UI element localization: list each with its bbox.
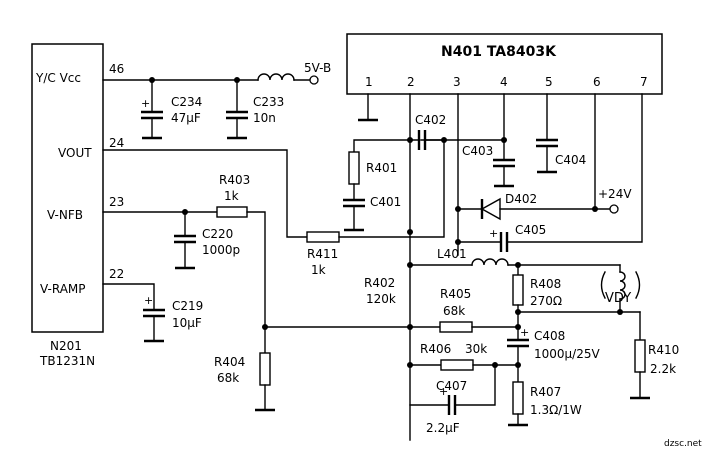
c404-capacitor bbox=[536, 93, 558, 174]
vnfb-net bbox=[102, 206, 266, 328]
r403-value-label: 1k bbox=[224, 189, 239, 203]
c220-value-label: 1000p bbox=[202, 243, 240, 257]
supply-5v-label: 5V-B bbox=[304, 61, 331, 75]
svg-text:+: + bbox=[141, 97, 150, 110]
c401-ref-label: C401 bbox=[370, 195, 401, 209]
c219-value-label: 10μF bbox=[172, 316, 202, 330]
ic-n401-body bbox=[346, 33, 663, 95]
r404-value-label: 68k bbox=[217, 371, 239, 385]
r403-ref-label: R403 bbox=[219, 173, 250, 187]
svg-text:+: + bbox=[520, 326, 529, 339]
r410-ref-label: R410 bbox=[648, 343, 679, 357]
vdy-label: VDY bbox=[605, 291, 631, 306]
n201-pin-vramp-label: V-RAMP bbox=[40, 282, 86, 296]
n201-pin-vnfb-label: V-NFB bbox=[47, 208, 83, 222]
svg-text:+: + bbox=[144, 294, 153, 307]
supply-24v-label: +24V bbox=[598, 187, 632, 201]
c404-ref-label: C404 bbox=[555, 153, 586, 167]
ic-n201-body bbox=[31, 43, 104, 333]
r411-ref-label: R411 bbox=[307, 247, 338, 261]
c402-ref-label: C402 bbox=[415, 113, 446, 127]
n201-pin-23-number: 23 bbox=[109, 195, 124, 209]
n401-pin-3: 3 bbox=[453, 75, 461, 89]
c408-ref-label: C408 bbox=[534, 329, 565, 343]
r405-ref-label: R405 bbox=[440, 287, 471, 301]
r408-ref-label: R408 bbox=[530, 277, 561, 291]
n201-pin-22-number: 22 bbox=[109, 267, 124, 281]
r401-ref-label: R401 bbox=[366, 161, 397, 175]
c405-ref-label: C405 bbox=[515, 223, 546, 237]
svg-text:+: + bbox=[489, 227, 498, 240]
c407-capacitor: + bbox=[409, 364, 496, 415]
terminal-5v bbox=[309, 75, 319, 85]
r406-value-label: 30k bbox=[465, 342, 487, 356]
c234-capacitor: + bbox=[141, 79, 163, 140]
r410-resistor bbox=[630, 311, 650, 400]
vdy-deflection-yoke bbox=[517, 264, 641, 315]
n401-pin-6: 6 bbox=[593, 75, 601, 89]
svg-text:+: + bbox=[439, 385, 448, 398]
r405-value-label: 68k bbox=[443, 304, 465, 318]
n401-pin-2: 2 bbox=[407, 75, 415, 89]
n201-pin-vout-label: VOUT bbox=[58, 146, 92, 160]
n201-pin-46-number: 46 bbox=[109, 62, 124, 76]
r408-value-label: 270Ω bbox=[530, 294, 562, 308]
d402-ref-label: D402 bbox=[505, 192, 537, 206]
n201-pin-ycvcc-label: Y/C Vcc bbox=[35, 71, 81, 85]
c408-capacitor: + bbox=[507, 326, 529, 366]
r402-value-label: 120k bbox=[366, 292, 396, 306]
n401-pin-numbers: 1 2 3 4 5 6 7 bbox=[365, 75, 648, 89]
r406-ref-label: R406 bbox=[420, 342, 451, 356]
c220-ref-label: C220 bbox=[202, 227, 233, 241]
c408-value-label: 1000μ/25V bbox=[534, 347, 600, 361]
n401-pin-4: 4 bbox=[500, 75, 508, 89]
c233-capacitor bbox=[226, 79, 248, 140]
vout-net bbox=[102, 139, 445, 243]
r407-resistor bbox=[508, 364, 528, 427]
vramp-net: + bbox=[102, 283, 165, 343]
r401-c401-branch bbox=[343, 151, 365, 232]
c402-capacitor bbox=[353, 130, 507, 153]
c234-value-label: 47μF bbox=[171, 111, 201, 125]
n401-pin2-net bbox=[407, 93, 413, 441]
n401-title: N401 TA8403K bbox=[441, 44, 557, 60]
watermark: dzsc.net bbox=[664, 439, 702, 449]
r402-ref-label: R402 bbox=[364, 276, 395, 290]
terminal-24v bbox=[609, 204, 619, 214]
r411-value-label: 1k bbox=[311, 263, 326, 277]
r410-value-label: 2.2k bbox=[650, 362, 676, 376]
r404-ref-label: R404 bbox=[214, 355, 245, 369]
pin3-diode-net bbox=[455, 93, 619, 256]
n201-pin-24-number: 24 bbox=[109, 136, 124, 150]
n401-pin-1: 1 bbox=[365, 75, 373, 89]
c233-value-label: 10n bbox=[253, 111, 276, 125]
r407-ref-label: R407 bbox=[530, 385, 561, 399]
c407-value-label: 2.2μF bbox=[426, 421, 460, 435]
c234-ref-label: C234 bbox=[171, 95, 202, 109]
vcc-supply-net bbox=[102, 73, 319, 85]
n201-part-label: TB1231N bbox=[39, 354, 95, 368]
r407-value-label: 1.3Ω/1W bbox=[530, 403, 582, 417]
n201-ref-label: N201 bbox=[50, 339, 82, 353]
r408-resistor bbox=[512, 264, 524, 328]
n401-pin-5: 5 bbox=[545, 75, 553, 89]
c403-capacitor bbox=[493, 93, 515, 188]
n401-pin-7: 7 bbox=[640, 75, 648, 89]
l401-ref-label: L401 bbox=[437, 247, 467, 261]
c403-ref-label: C403 bbox=[462, 144, 493, 158]
c233-ref-label: C233 bbox=[253, 95, 284, 109]
pin7-output-net: + bbox=[455, 93, 643, 252]
r404-resistor bbox=[255, 324, 275, 412]
r406-resistor bbox=[409, 359, 521, 371]
c219-ref-label: C219 bbox=[172, 299, 203, 313]
n401-pin1-ground bbox=[358, 93, 378, 122]
l401-inductor bbox=[409, 258, 621, 268]
r405-resistor bbox=[264, 321, 521, 333]
c407-ref-label: C407 bbox=[436, 379, 467, 393]
